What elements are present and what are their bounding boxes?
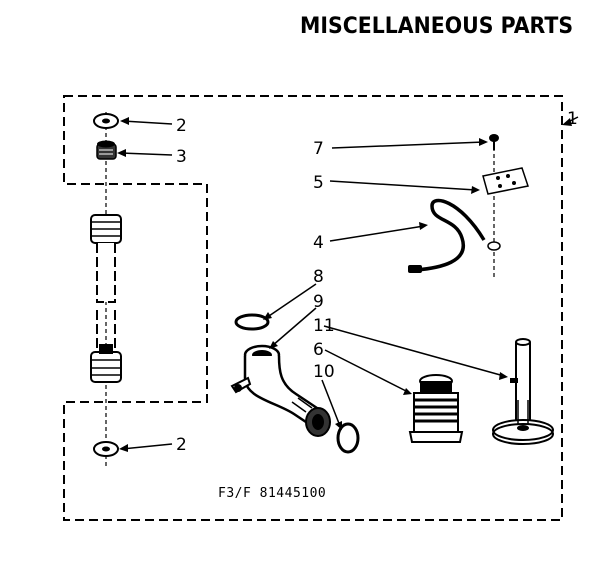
ground-wire-assembly (408, 134, 529, 280)
screw-part (489, 134, 499, 150)
kit-outline (63, 95, 563, 521)
screen-part (96, 140, 117, 160)
ground-wire-part (408, 198, 501, 273)
elbow-part (230, 344, 331, 437)
callout-11: 11 (313, 316, 335, 336)
washer-top-part (93, 113, 119, 129)
leader-lines-center (263, 283, 508, 430)
callout-8: 8 (313, 267, 324, 287)
callout-2-top: 2 (176, 116, 187, 136)
hose-body (96, 243, 116, 352)
callout-2-bottom: 2 (176, 435, 187, 455)
o-ring-bottom-part (336, 422, 360, 454)
hose-coupling-top (90, 214, 122, 244)
callout-10: 10 (313, 362, 335, 382)
leader-lines-right-top (329, 116, 579, 242)
callout-1: 1 (567, 109, 578, 129)
callout-4: 4 (313, 233, 324, 253)
figure-code: F3/F 81445100 (218, 486, 326, 501)
hose-coupling-bottom (90, 344, 122, 383)
clip-part (482, 167, 529, 195)
washer-bottom-part (93, 441, 119, 457)
leader-lines-left (117, 117, 173, 452)
callout-7: 7 (313, 139, 324, 159)
callout-6: 6 (313, 340, 324, 360)
callout-9: 9 (313, 292, 324, 312)
callout-5: 5 (313, 173, 324, 193)
standpipe-part (492, 338, 554, 445)
o-ring-top-part (234, 313, 270, 331)
valve-part (408, 374, 464, 443)
diagram-title: MISCELLANEOUS PARTS (300, 14, 574, 39)
elbow-assembly (230, 313, 360, 454)
callout-3: 3 (176, 147, 187, 167)
hose-assembly (90, 112, 122, 468)
